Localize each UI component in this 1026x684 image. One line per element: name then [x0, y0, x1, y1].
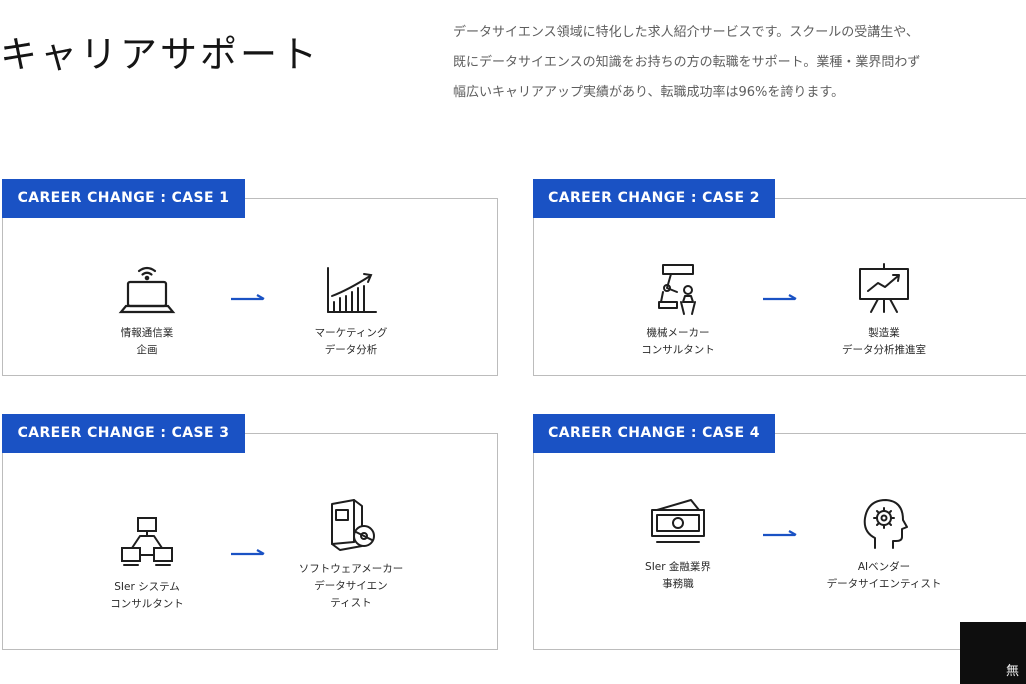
- case-card-2: [533, 198, 1026, 376]
- case-1-to-line-2: データ分析: [324, 344, 378, 356]
- arrow-right-icon: [231, 549, 265, 556]
- case-4-to: AIベンダー データサイエンティスト: [813, 496, 955, 593]
- case-4-from-line-2: 事務職: [662, 578, 694, 590]
- intro-line: 幅広いキャリアアップ実績があり、転職成功率は96%を誇ります。: [453, 85, 845, 100]
- intro-line: 既にデータサイエンスの知識をお持ちの方の転職をサポート。業種・業界問わず: [453, 55, 921, 70]
- page-title: キャリアサポート: [0, 33, 320, 76]
- case-card-1: [2, 198, 498, 376]
- case-1-from-line-1: 情報通信業: [120, 327, 174, 339]
- ai-head-icon: [853, 496, 915, 552]
- case-3-from-line-2: コンサルタント: [110, 598, 184, 610]
- arrow-right-icon: [763, 530, 797, 537]
- case-2-from-line-2: コンサルタント: [641, 344, 715, 356]
- laptop-icon: [116, 262, 178, 318]
- case-label-2: CAREER CHANGE : CASE 2: [533, 179, 775, 218]
- arrow-right-icon: [763, 294, 797, 301]
- case-3-to-line-1: ソフトウェアメーカー: [298, 563, 404, 575]
- case-2-from-line-1: 機械メーカー: [646, 327, 710, 339]
- bar-chart-icon: [320, 262, 382, 318]
- case-2-to-line-1: 製造業: [868, 327, 900, 339]
- case-card-3: [2, 433, 498, 650]
- case-label-1: CAREER CHANGE : CASE 1: [2, 179, 245, 218]
- intro-line: データサイエンス領域に特化した求人紹介サービスです。スクールの受講生や、: [453, 25, 919, 40]
- case-card-4: [533, 433, 1026, 650]
- case-1-from: 情報通信業 企画: [87, 262, 207, 359]
- case-2-to-line-2: データ分析推進室: [842, 344, 926, 356]
- case-4-to-line-2: データサイエンティスト: [826, 578, 942, 590]
- case-2-to: 製造業 データ分析推進室: [818, 262, 950, 359]
- software-package-icon: [320, 496, 382, 554]
- case-3-to-line-2: データサイエン: [314, 580, 388, 592]
- intro-text: データサイエンス領域に特化した求人紹介サービスです。スクールの受講生や、 既にデ…: [453, 18, 1026, 108]
- case-4-to-line-1: AIベンダー: [857, 561, 911, 573]
- case-1-to: マーケティング データ分析: [290, 262, 412, 359]
- case-2-from: 機械メーカー コンサルタント: [618, 262, 738, 359]
- case-1-to-line-1: マーケティング: [314, 327, 388, 339]
- corner-overlay-thumbnail[interactable]: 無: [960, 622, 1026, 684]
- money-icon: [647, 496, 709, 552]
- arrow-right-icon: [231, 294, 265, 301]
- presentation-board-icon: [853, 262, 915, 318]
- network-icon: [116, 514, 178, 572]
- case-3-to-line-3: ティスト: [330, 597, 372, 609]
- corner-overlay-text: 無: [1006, 664, 1020, 679]
- case-3-to: ソフトウェアメーカー データサイエン ティスト: [284, 496, 418, 612]
- case-label-4: CAREER CHANGE : CASE 4: [533, 414, 775, 453]
- case-4-from: SIer 金融業界 事務職: [618, 496, 738, 593]
- case-label-3: CAREER CHANGE : CASE 3: [2, 414, 245, 453]
- robot-arm-icon: [647, 262, 709, 318]
- case-3-from-line-1: SIer システム: [114, 581, 180, 593]
- case-4-from-line-1: SIer 金融業界: [645, 561, 711, 573]
- case-3-from: SIer システム コンサルタント: [87, 514, 207, 613]
- case-1-from-line-2: 企画: [136, 344, 158, 356]
